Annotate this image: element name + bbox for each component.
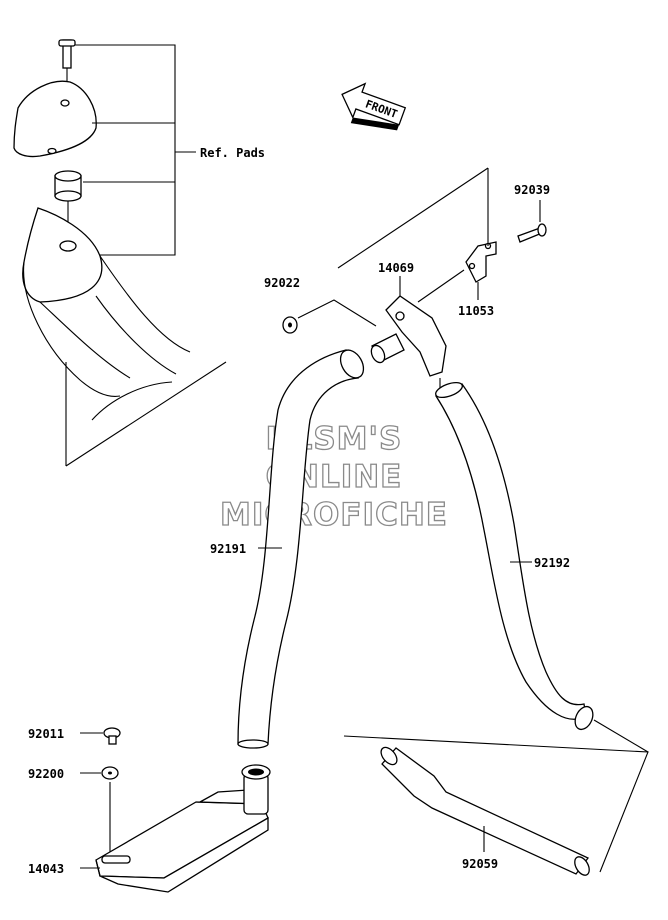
part-92191-hose: 92191 (210, 349, 365, 749)
label-14069: 14069 (378, 261, 414, 275)
part-92192-hose: 92192 (435, 381, 649, 753)
watermark-line-3: MICROFICHE (220, 497, 448, 533)
pad-collar (54, 170, 82, 238)
ref-pads-group: Ref. Pads (13, 39, 265, 467)
label-92022: 92022 (264, 276, 300, 290)
part-92200-washer: 92200 (28, 766, 119, 852)
front-arrow: FRONT (341, 82, 407, 131)
part-92059-pipe: 92059 (343, 735, 649, 876)
label-92191: 92191 (210, 542, 246, 556)
label-92011: 92011 (28, 727, 64, 741)
hull-section (22, 207, 191, 421)
label-92200: 92200 (28, 767, 64, 781)
watermark: HLSM'S ONLINE MICROFICHE (219, 420, 448, 533)
part-11053-bracket: 11053 (458, 168, 497, 318)
label-92059: 92059 (462, 857, 498, 871)
part-92022-washer: 92022 (264, 276, 377, 334)
pad-plate (13, 80, 97, 158)
part-14069-fitting: 14069 (337, 167, 489, 392)
label-92192: 92192 (534, 556, 570, 570)
label-11053: 11053 (458, 304, 494, 318)
part-92011-screw: 92011 (28, 727, 121, 745)
part-14043-cover: 14043 (28, 764, 271, 893)
ref-pads-label: Ref. Pads (200, 146, 265, 160)
label-14043: 14043 (28, 862, 64, 876)
part-92039-bolt: 92039 (514, 183, 550, 243)
label-92039: 92039 (514, 183, 550, 197)
